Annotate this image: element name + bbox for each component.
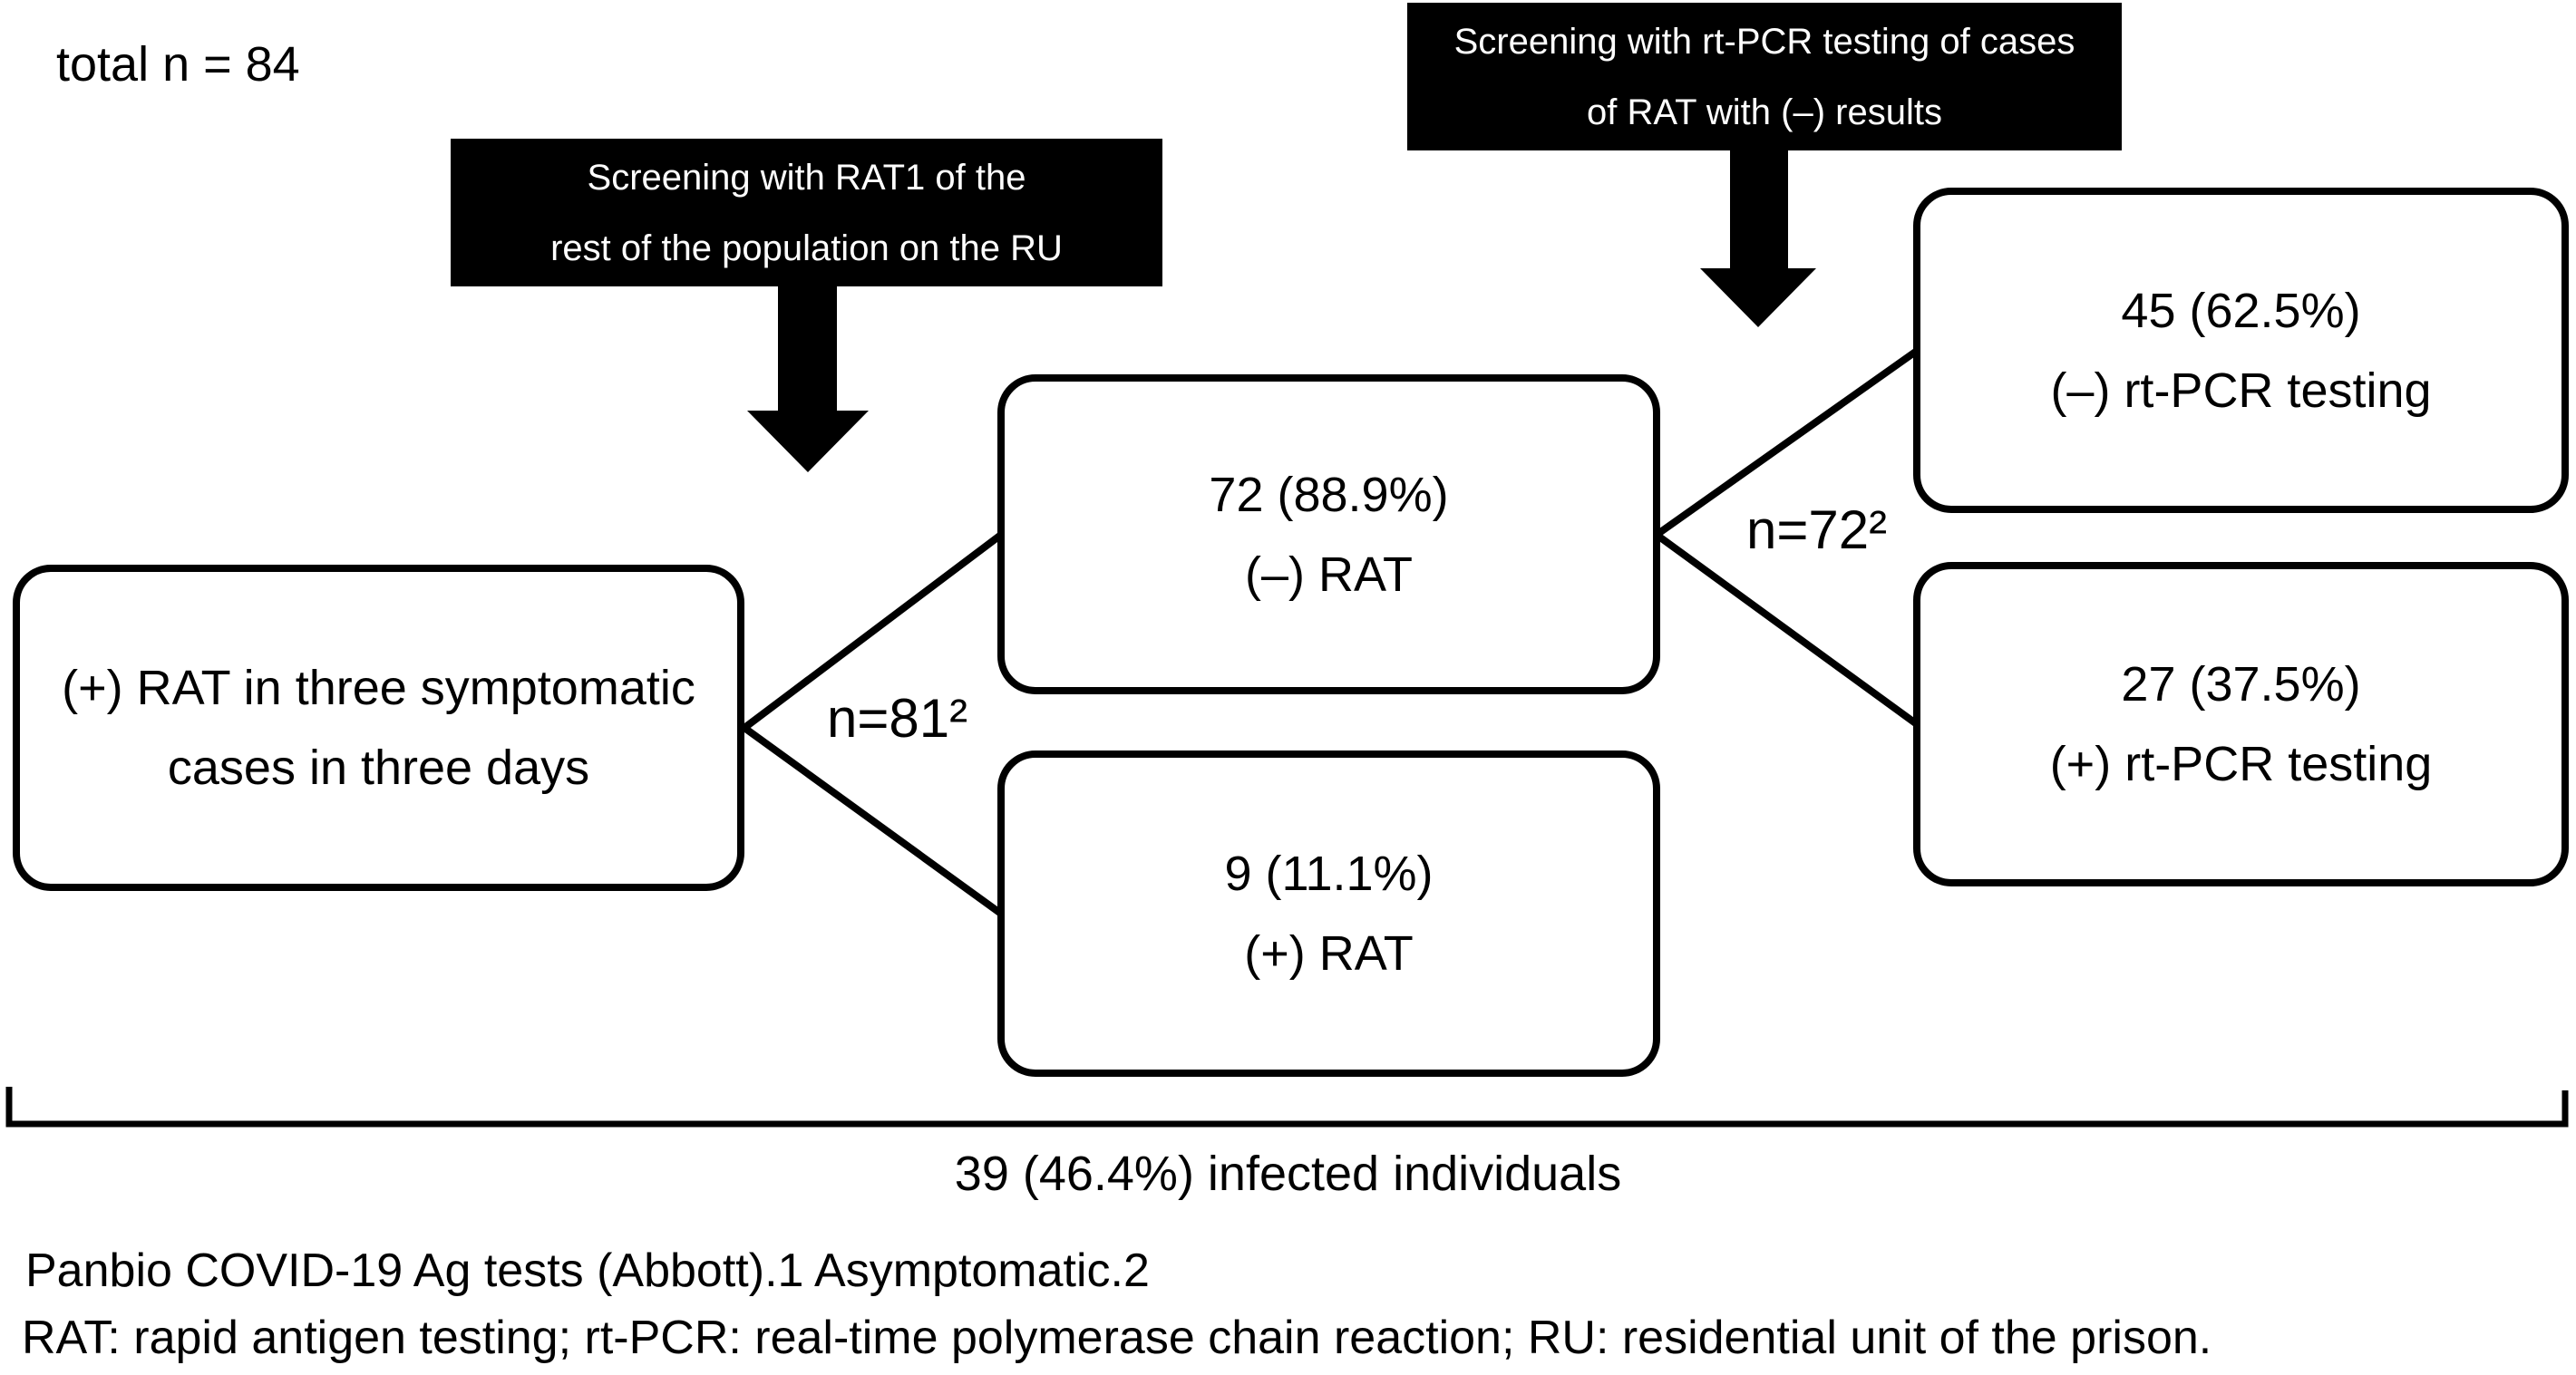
banner-pcr-line1: Screening with rt-PCR testing of cases: [1453, 21, 2075, 62]
banner-pcr-line2: of RAT with (–) results: [1587, 92, 1942, 132]
node-rat-positive-label: (+) RAT: [1244, 926, 1414, 981]
down-arrow-icon-pcr: [1700, 143, 1816, 327]
node-pcr-negative-label: (–) rt-PCR testing: [2050, 363, 2432, 418]
node-rat-negative: 72 (88.9%) (–) RAT: [997, 374, 1660, 694]
node-rat-positive-count: 9 (11.1%): [1224, 847, 1434, 901]
node-pcr-positive: 27 (37.5%) (+) rt-PCR testing: [1913, 562, 2569, 886]
banner-rat-line1: Screening with RAT1 of the: [587, 157, 1026, 198]
branch-n81-label: n=81²: [827, 688, 968, 749]
bottom-bracket: [5, 1087, 2569, 1128]
node-rat-negative-label: (–) RAT: [1245, 547, 1413, 602]
node-pcr-positive-label: (+) rt-PCR testing: [2049, 737, 2433, 791]
node-source-line1: (+) RAT in three symptomatic: [62, 661, 695, 715]
node-rat-negative-count: 72 (88.9%): [1209, 467, 1449, 522]
footnote-abbreviations: RAT: rapid antigen testing; rt-PCR: real…: [22, 1312, 2212, 1364]
infected-total-label: 39 (46.4%) infected individuals: [954, 1147, 1622, 1201]
node-rat-positive: 9 (11.1%) (+) RAT: [997, 750, 1660, 1077]
branch-line-ratneg-to-pcr-negative: [1654, 347, 1920, 538]
branch-n72-label: n=72²: [1746, 499, 1888, 560]
node-source-cases: (+) RAT in three symptomatic cases in th…: [13, 565, 744, 891]
banner-rat-line2: rest of the population on the RU: [550, 228, 1063, 268]
total-count-label: total n = 84: [56, 37, 300, 92]
node-pcr-negative: 45 (62.5%) (–) rt-PCR testing: [1913, 188, 2569, 513]
branch-line-source-to-rat-negative: [742, 531, 1004, 731]
node-source-line2: cases in three days: [167, 741, 590, 795]
branch-line-ratneg-to-pcr-positive: [1654, 531, 1920, 728]
node-pcr-negative-count: 45 (62.5%): [2121, 283, 2361, 338]
down-arrow-icon-rat: [747, 281, 869, 472]
footnote-tests: Panbio COVID-19 Ag tests (Abbott).1 Asym…: [25, 1244, 1150, 1297]
banner-rat-screening: Screening with RAT1 of the rest of the p…: [451, 139, 1162, 286]
node-pcr-positive-count: 27 (37.5%): [2121, 657, 2361, 712]
branch-line-source-to-rat-positive: [742, 724, 1004, 917]
banner-pcr-screening: Screening with rt-PCR testing of cases o…: [1407, 3, 2122, 150]
